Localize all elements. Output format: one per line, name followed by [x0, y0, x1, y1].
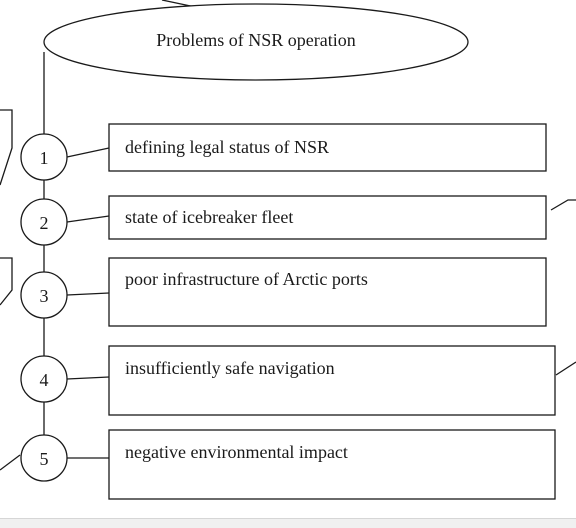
problem-item-5: 5 negative environmental impact [20, 429, 556, 500]
item-5-number-circle [20, 434, 68, 482]
item-4-box [108, 345, 556, 416]
item-5-box [108, 429, 556, 500]
item-1-connector [66, 147, 110, 158]
item-2-box [108, 195, 547, 240]
diagram-title-node: Problems of NSR operation [43, 3, 469, 81]
item-3-label: poor infrastructure of Arctic ports [125, 269, 368, 289]
item-5-number: 5 [40, 449, 49, 469]
item-4-number: 4 [40, 370, 49, 390]
item-2-label: state of icebreaker fleet [125, 207, 293, 227]
item-4-connector [66, 376, 110, 380]
item-4-label: insufficiently safe navigation [125, 358, 335, 378]
edge-connector-left-3 [0, 257, 13, 306]
item-1-box [108, 123, 547, 172]
edge-connector-right-4 [555, 361, 576, 376]
item-3-box [108, 257, 547, 327]
item-2-number: 2 [40, 213, 49, 233]
item-1-number: 1 [40, 148, 49, 168]
item-4-number-circle [20, 355, 68, 403]
edge-connector-left-1 [0, 109, 13, 186]
edge-connector-left-5 [0, 454, 21, 471]
problem-item-4: 4 insufficiently safe navigation [20, 345, 556, 416]
diagram-title: Problems of NSR operation [156, 30, 356, 50]
title-ellipse [43, 3, 469, 81]
item-2-number-circle [20, 198, 68, 246]
problem-item-3: 3 poor infrastructure of Arctic ports [20, 257, 547, 327]
item-3-connector [66, 292, 110, 296]
edge-connectors [0, 0, 576, 471]
problem-item-1: 1 defining legal status of NSR [20, 123, 547, 181]
item-3-number-circle [20, 271, 68, 319]
problem-item-2: 2 state of icebreaker fleet [20, 195, 547, 246]
item-2-connector [66, 215, 110, 223]
page-bottom-band [0, 518, 576, 528]
item-1-label: defining legal status of NSR [125, 137, 329, 157]
item-3-number: 3 [40, 286, 49, 306]
item-1-number-circle [20, 133, 68, 181]
item-5-label: negative environmental impact [125, 442, 348, 462]
edge-connector-right-2 [550, 199, 576, 211]
